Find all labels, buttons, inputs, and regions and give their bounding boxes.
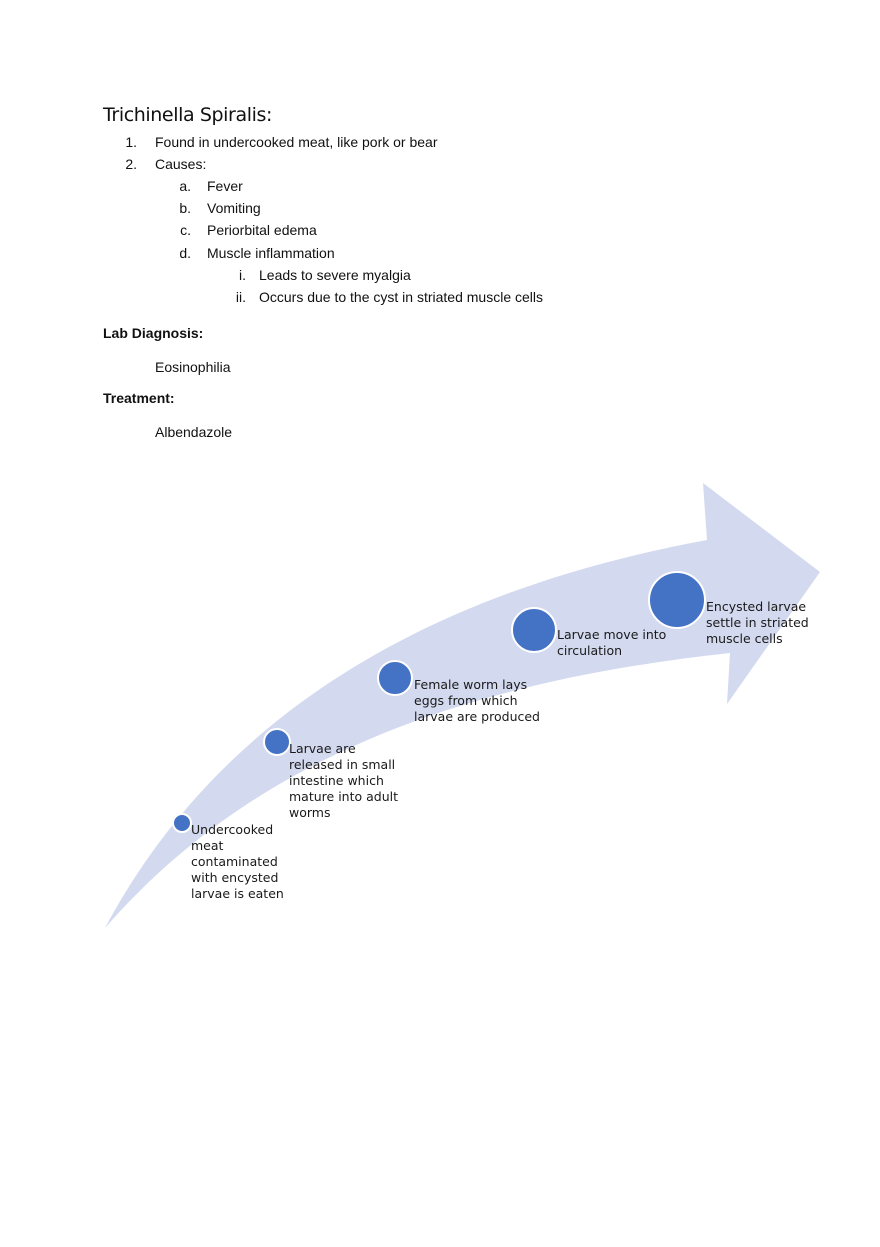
step-4-label: Larvae move into circulation (557, 627, 667, 658)
subsublist-marker: ii. (235, 289, 246, 305)
list-marker: 1. (125, 134, 137, 150)
list-item: Found in undercooked meat, like pork or … (155, 134, 438, 150)
document-title: Trichinella Spiralis: (103, 104, 272, 126)
subsublist-marker: i. (239, 267, 246, 283)
step-5-node (648, 571, 706, 629)
step-1-label: Undercooked meat contaminated with encys… (191, 822, 284, 901)
sublist-marker: c. (180, 222, 191, 238)
step-2-node (263, 728, 291, 756)
sublist-item: Muscle inflammation (207, 245, 335, 261)
sublist-marker: d. (179, 245, 191, 261)
sublist-item: Fever (207, 178, 243, 194)
subsublist-item: Occurs due to the cyst in striated muscl… (259, 289, 543, 305)
subsublist-item: Leads to severe myalgia (259, 267, 411, 283)
sublist-item: Periorbital edema (207, 222, 317, 238)
step-1-node (172, 813, 192, 833)
lab-diagnosis-value: Eosinophilia (155, 359, 231, 375)
list-marker: 2. (125, 156, 137, 172)
sublist-item: Vomiting (207, 200, 261, 216)
sublist-marker: b. (179, 200, 191, 216)
sublist-marker: a. (179, 178, 191, 194)
treatment-heading: Treatment: (103, 390, 175, 406)
treatment-value: Albendazole (155, 424, 233, 440)
step-4-node (511, 607, 557, 653)
step-5-label: Encysted larvae settle in striated muscl… (706, 599, 809, 646)
curved-arrow (105, 483, 820, 928)
step-3-node (377, 660, 413, 696)
step-3-label: Female worm lays eggs from which larvae … (414, 677, 540, 724)
step-2-label: Larvae are released in small intestine w… (289, 741, 398, 820)
lab-diagnosis-heading: Lab Diagnosis: (103, 325, 204, 341)
list-item: Causes: (155, 156, 207, 172)
